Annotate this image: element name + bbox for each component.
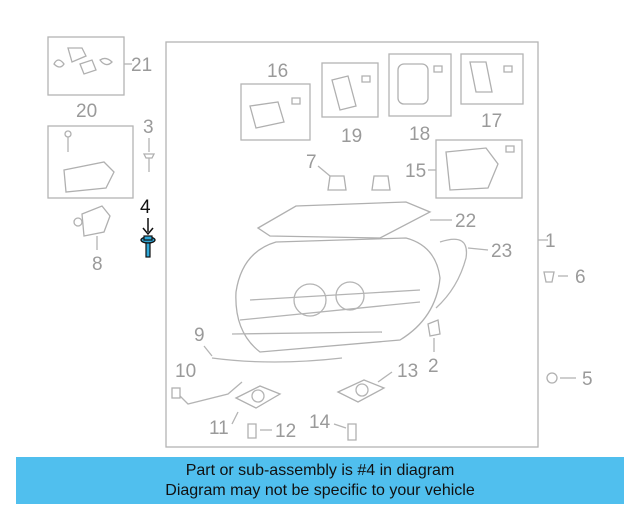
callout-5: 5: [582, 369, 593, 390]
callout-17: 17: [481, 111, 502, 132]
part-4-bolt: [140, 218, 156, 258]
callout-21: 21: [131, 55, 152, 76]
part-5-nut: [546, 372, 576, 384]
part-19-control-unit: [321, 62, 379, 118]
part-20-bracket: [47, 125, 134, 199]
info-banner: Part or sub-assembly is #4 in diagram Di…: [16, 457, 624, 504]
callout-16: 16: [267, 61, 288, 82]
callout-23: 23: [491, 241, 512, 262]
callout-22: 22: [455, 211, 476, 232]
callout-3: 3: [143, 117, 154, 138]
part-6-clip: [543, 271, 568, 283]
parts-diagram: 1 21 20 3 4 8 16: [47, 36, 593, 448]
part-14-screw: [333, 423, 357, 441]
callout-20: 20: [76, 101, 97, 122]
callout-2: 2: [428, 356, 439, 377]
callout-4: 4: [140, 197, 151, 218]
part-15-housing-module: [428, 139, 523, 199]
banner-line-2: Diagram may not be specific to your vehi…: [165, 482, 475, 499]
callout-8: 8: [92, 254, 103, 275]
part-9-trim-strip: [203, 345, 343, 363]
callout-9: 9: [194, 325, 205, 346]
part-7-caps: [317, 165, 391, 191]
callout-19: 19: [341, 126, 362, 147]
part-12-screw: [247, 423, 272, 439]
callout-14: 14: [309, 412, 331, 433]
part-17-driver-module: [460, 53, 524, 105]
part-13-module: [336, 371, 393, 403]
callout-13: 13: [397, 361, 418, 382]
callout-15: 15: [405, 161, 426, 182]
callout-11: 11: [209, 418, 229, 439]
part-16-module: [240, 83, 311, 141]
callout-6: 6: [575, 267, 586, 288]
part-18-frame-seal: [388, 53, 452, 117]
part-11-module: [231, 385, 282, 425]
banner-line-1: Part or sub-assembly is #4 in diagram: [185, 462, 455, 479]
callout-10: 10: [175, 361, 196, 382]
part-10-wiring-harness: [171, 381, 243, 405]
callout-7: 7: [306, 152, 317, 173]
part-21-clips: [47, 36, 132, 96]
callout-18: 18: [409, 124, 430, 145]
part-2-bracket: [427, 319, 441, 352]
part-23-seal-strip: [435, 238, 489, 309]
callout-12: 12: [275, 421, 296, 442]
headlamp-assembly: [231, 237, 441, 353]
part-22-cover: [256, 201, 452, 239]
part-3-screw: [142, 138, 156, 172]
callout-1: 1: [545, 231, 556, 252]
part-8-motor: [73, 205, 111, 250]
